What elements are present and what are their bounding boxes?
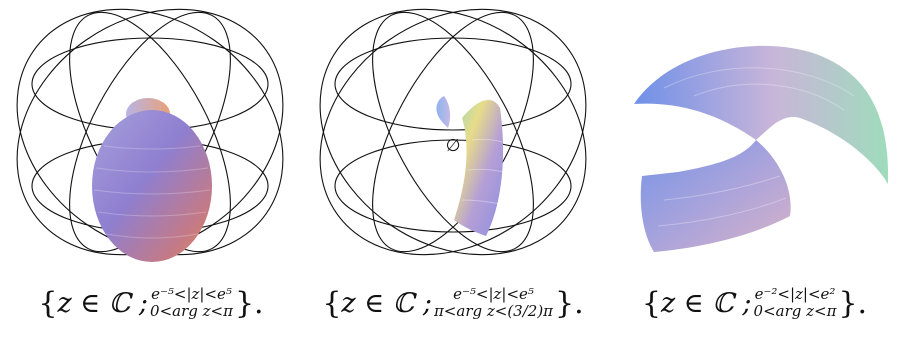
caption-condition-bottom: π<arg z<(3/2)π	[433, 302, 554, 320]
caption-open-brace: {	[322, 285, 342, 321]
caption-open-brace: {	[38, 285, 58, 321]
panel-3-plot	[634, 45, 889, 252]
caption-condition-top: e⁻⁵<|z|<e⁵	[453, 285, 534, 303]
caption-lead: z ∈ ℂ ;	[660, 287, 752, 319]
caption-conditions: e⁻⁵<|z|<e⁵ π<arg z<(3/2)π	[434, 286, 553, 320]
panel-3-surface	[634, 45, 889, 252]
caption-close-brace: }.	[555, 285, 584, 321]
caption-open-brace: {	[641, 285, 661, 321]
caption-conditions: e⁻²<|z|<e² 0<arg z<π	[754, 286, 837, 320]
caption-close-brace: }.	[838, 285, 868, 321]
caption-condition-bottom: 0<arg z<π	[753, 302, 837, 320]
caption-condition-bottom: 0<arg z<π	[150, 302, 233, 320]
panel-2: ∅ { z ∈ ℂ ; e⁻⁵<|z|<e⁵ π<arg z<(3/2)π }.	[302, 0, 604, 338]
panel-1: { z ∈ ℂ ; e⁻⁵<|z|<e⁵ 0<arg z<π }.	[0, 0, 302, 338]
panel-1-plot	[16, 8, 284, 262]
panel-3-caption: { z ∈ ℂ ; e⁻²<|z|<e² 0<arg z<π }.	[604, 268, 905, 338]
panel-1-surface	[92, 98, 212, 262]
panel-2-caption: { z ∈ ℂ ; e⁻⁵<|z|<e⁵ π<arg z<(3/2)π }.	[302, 268, 604, 338]
caption-lead: z ∈ ℂ ;	[57, 287, 149, 319]
panel-2-sphere-wireframe	[319, 8, 587, 256]
caption-condition-top: e⁻⁵<|z|<e⁵	[151, 285, 232, 303]
caption-lead: z ∈ ℂ ;	[341, 287, 432, 319]
panel-1-caption: { z ∈ ℂ ; e⁻⁵<|z|<e⁵ 0<arg z<π }.	[0, 268, 302, 338]
caption-close-brace: }.	[234, 285, 264, 321]
panel-3: { z ∈ ℂ ; e⁻²<|z|<e² 0<arg z<π }.	[604, 0, 905, 338]
panel-2-plot: ∅	[319, 8, 587, 256]
empty-set-symbol: ∅	[446, 136, 461, 156]
caption-condition-top: e⁻²<|z|<e²	[754, 285, 836, 303]
caption-conditions: e⁻⁵<|z|<e⁵ 0<arg z<π	[150, 286, 233, 320]
panel-2-surface	[436, 96, 505, 236]
